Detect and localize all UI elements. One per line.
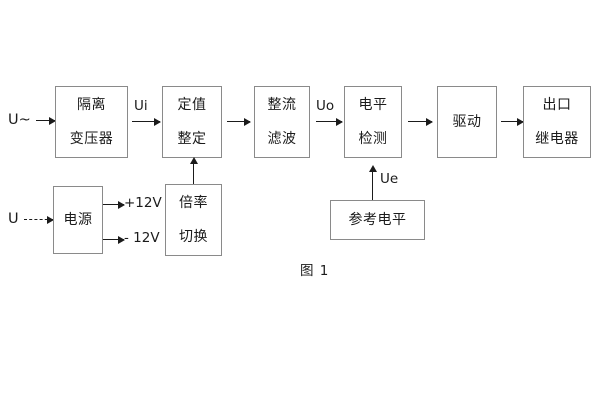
arrow-level-detection-to-drive xyxy=(408,117,433,126)
block-reference-level-line-1: 参考电平 xyxy=(348,211,407,228)
block-setting-value-line-2: 整定 xyxy=(177,130,207,147)
arrow-multiplier-switch-to-setting-value xyxy=(189,157,198,184)
block-multiplier-switch-line-1: 倍率 xyxy=(179,194,208,211)
block-isolation-transformer-line-1: 隔离 xyxy=(77,96,106,113)
arrow-drive-to-output-relay xyxy=(501,117,524,126)
arrow-input-dc-to-power-supply xyxy=(24,215,54,224)
block-level-detection-line-1: 电平 xyxy=(358,96,388,113)
block-setting-value: 定值 整定 xyxy=(162,86,222,158)
arrow-setting-value-to-rectify-filter xyxy=(227,117,251,126)
block-drive-line-1: 驱动 xyxy=(452,113,482,130)
block-level-detection: 电平 检测 xyxy=(344,86,402,158)
input-label-dc: U xyxy=(8,211,19,227)
input-label-ac: U~ xyxy=(8,112,31,128)
arrow-power-supply-plus12v xyxy=(103,200,125,209)
signal-label-ui: Ui xyxy=(134,98,148,114)
block-rectify-filter-line-1: 整流 xyxy=(267,96,297,113)
block-rectify-filter: 整流 滤波 xyxy=(254,86,310,158)
arrow-input-ac-to-isolation-transformer xyxy=(36,116,56,125)
block-drive: 驱动 xyxy=(437,86,497,158)
block-output-relay: 出口 继电器 xyxy=(523,86,591,158)
arrow-power-supply-minus12v xyxy=(103,235,125,244)
block-setting-value-line-1: 定值 xyxy=(177,96,207,113)
block-rectify-filter-line-2: 滤波 xyxy=(267,130,297,147)
block-output-relay-line-1: 出口 xyxy=(542,96,572,113)
signal-label-uo: Uo xyxy=(316,98,335,114)
rail-label-plus12v: +12V xyxy=(124,195,162,211)
block-multiplier-switch: 倍率 切换 xyxy=(165,184,222,256)
block-multiplier-switch-line-2: 切换 xyxy=(179,228,208,245)
block-isolation-transformer-line-2: 变压器 xyxy=(69,130,114,147)
figure-caption: 图 1 xyxy=(300,263,330,279)
block-output-relay-line-2: 继电器 xyxy=(535,130,579,147)
block-power-supply: 电源 xyxy=(53,186,103,254)
signal-label-ue: Ue xyxy=(380,171,399,187)
arrow-reference-level-to-level-detection xyxy=(368,165,377,200)
arrow-isolation-transformer-to-setting-value xyxy=(132,117,161,126)
block-reference-level: 参考电平 xyxy=(330,200,425,240)
block-isolation-transformer: 隔离 变压器 xyxy=(55,86,128,158)
block-power-supply-line-1: 电源 xyxy=(63,211,93,228)
block-level-detection-line-2: 检测 xyxy=(358,130,388,147)
arrow-rectify-filter-to-level-detection xyxy=(316,117,343,126)
rail-label-minus12v: - 12V xyxy=(124,230,160,246)
